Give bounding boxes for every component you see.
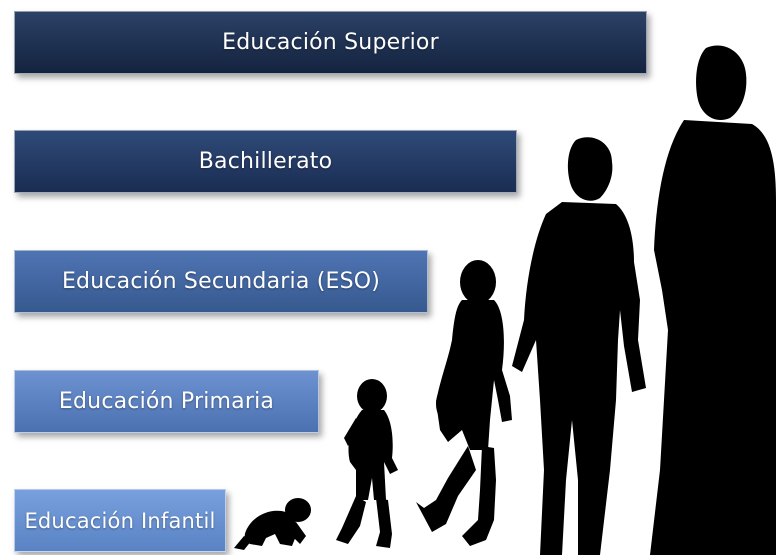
toddler-silhouette-icon (336, 379, 398, 548)
level-label: Educación Secundaria (ESO) (61, 269, 381, 294)
level-educacion-secundaria: Educación Secundaria (ESO) (14, 250, 428, 313)
teen-silhouette-icon (512, 137, 646, 555)
level-label: Bachillerato (198, 149, 333, 174)
level-bachillerato: Bachillerato (14, 130, 517, 193)
level-label: Educación Primaria (58, 389, 275, 414)
child-silhouette-icon (416, 260, 512, 546)
adult-silhouette-icon (650, 45, 776, 555)
crawling-baby-silhouette-icon (234, 498, 311, 550)
level-label: Educación Infantil (24, 508, 216, 533)
level-educacion-primaria: Educación Primaria (14, 370, 319, 433)
level-label: Educación Superior (222, 30, 439, 55)
level-educacion-infantil: Educación Infantil (14, 489, 226, 552)
level-educacion-superior: Educación Superior (14, 11, 647, 74)
